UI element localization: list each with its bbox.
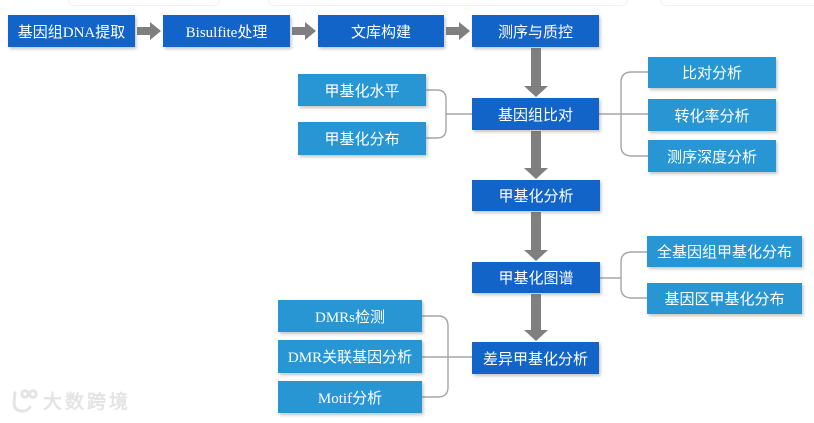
arrow-right-icon-3 <box>446 22 470 40</box>
cropped-shape-top-3 <box>660 0 814 6</box>
connector-dmr-bracket-top <box>422 315 449 357</box>
flow-box-dna-extraction: 基因组DNA提取 <box>8 15 135 47</box>
watermark-text: 大数跨境 <box>43 391 132 413</box>
flow-box-differential-methylation: 差异甲基化分析 <box>472 342 599 374</box>
connector-left-bracket-top <box>426 89 447 114</box>
flow-box-library-construction: 文库构建 <box>318 15 444 47</box>
flow-box-sequencing-qc: 测序与质控 <box>472 15 599 47</box>
watermark-logo-icon <box>12 389 38 413</box>
arrow-right-icon-1 <box>137 22 161 40</box>
side-box-alignment-analysis: 比对分析 <box>648 57 776 88</box>
flow-box-genome-alignment: 基因组比对 <box>472 98 599 130</box>
connector-dmr-bracket-bottom <box>422 357 449 398</box>
side-box-conversion-rate: 转化率分析 <box>648 99 776 131</box>
arrow-right-icon-2 <box>292 22 316 40</box>
side-box-dmrs-detection: DMRs检测 <box>278 300 422 332</box>
watermark: 大数跨境 <box>8 386 131 414</box>
flow-box-methylation-analysis: 甲基化分析 <box>472 180 600 211</box>
side-box-sequencing-depth: 测序深度分析 <box>648 140 776 172</box>
flow-box-methylation-map: 甲基化图谱 <box>472 262 600 293</box>
side-box-genomewide-methylation: 全基因组甲基化分布 <box>647 236 802 267</box>
side-box-dmr-related-genes: DMR关联基因分析 <box>278 340 422 373</box>
arrow-down-icon-4 <box>524 294 548 341</box>
side-box-methylation-distribution: 甲基化分布 <box>298 122 426 155</box>
side-box-motif-analysis: Motif分析 <box>278 381 422 413</box>
connector-left-bracket-bottom <box>426 114 447 139</box>
side-box-generegion-methylation: 基因区甲基化分布 <box>647 283 802 314</box>
connector-map-bracket-bottom <box>620 278 647 299</box>
cropped-shape-top-1 <box>68 0 220 6</box>
side-box-methylation-level: 甲基化水平 <box>298 74 426 106</box>
connector-right-bracket-top <box>620 71 648 114</box>
arrow-down-icon-2 <box>524 131 548 179</box>
connector-map-bracket-top <box>620 251 647 278</box>
cropped-shape-top-2 <box>268 0 628 6</box>
arrow-down-icon-3 <box>524 212 548 261</box>
arrow-down-icon-1 <box>524 48 548 97</box>
flow-box-bisulfite: Bisulfite处理 <box>163 15 290 47</box>
connector-right-bracket-bottom <box>620 114 648 157</box>
